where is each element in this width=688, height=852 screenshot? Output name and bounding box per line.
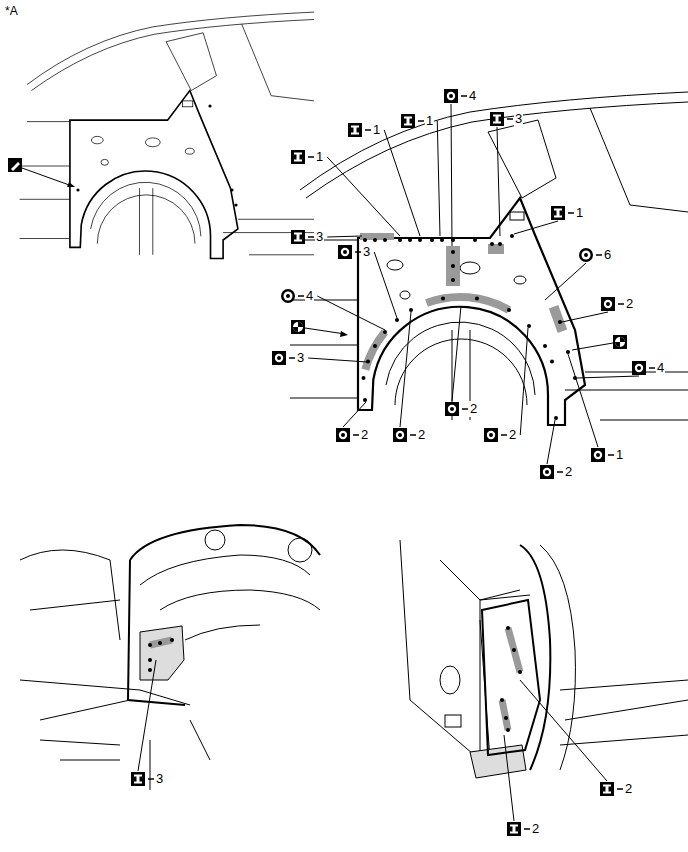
leader-line — [547, 420, 555, 464]
weld-symbol — [591, 448, 605, 462]
callout-number: 1 — [575, 205, 584, 221]
leader-line — [568, 354, 598, 447]
weld-symbol — [272, 351, 286, 365]
dash-mark — [617, 788, 623, 790]
weld-symbol — [401, 114, 415, 128]
view-label: *A — [4, 3, 19, 19]
callout-number: 4 — [305, 288, 314, 304]
leader-line — [520, 680, 607, 781]
weld-symbol — [445, 402, 459, 416]
leader-line — [437, 121, 440, 236]
weld-symbol — [291, 230, 305, 244]
dash-mark — [308, 156, 314, 158]
leader-line — [520, 328, 528, 435]
weld-symbol — [338, 245, 352, 259]
weld-symbol — [540, 465, 554, 479]
callout-number: 3 — [296, 350, 305, 366]
callout-number: 2 — [469, 401, 478, 417]
weld-symbol — [551, 206, 565, 220]
weld-symbol — [291, 150, 305, 164]
weld-symbol — [632, 361, 646, 375]
leader-line — [545, 263, 586, 300]
leader-line — [317, 296, 385, 330]
weld-symbol — [281, 289, 295, 303]
dash-mark — [462, 408, 468, 410]
leader-line — [514, 221, 558, 234]
leader-line — [451, 104, 452, 246]
dash-mark — [289, 357, 295, 359]
dash-mark — [649, 367, 655, 369]
weld-symbol — [507, 822, 521, 836]
weld-symbol — [484, 428, 498, 442]
callout-number: 4 — [656, 360, 665, 376]
callout-number: 6 — [603, 247, 612, 263]
weld-symbol — [131, 772, 145, 786]
weld-symbol — [393, 428, 407, 442]
weld-symbol — [600, 782, 614, 796]
dash-mark — [148, 778, 154, 780]
leader-line — [384, 130, 420, 236]
leader-line — [138, 660, 156, 771]
leader-line — [327, 236, 362, 237]
leader-line — [343, 402, 366, 427]
weld-symbol — [444, 89, 458, 103]
dash-mark — [596, 254, 602, 256]
callout-number: 2 — [531, 821, 540, 837]
dash-mark — [298, 295, 304, 297]
dash-mark — [461, 95, 467, 97]
dash-mark — [355, 251, 361, 253]
weld-symbol — [601, 297, 615, 311]
dash-mark — [524, 828, 530, 830]
callout-number: 1 — [615, 447, 624, 463]
dash-mark — [507, 118, 513, 120]
dash-mark — [501, 434, 507, 436]
weld-symbol — [336, 428, 350, 442]
callout-number: 2 — [624, 781, 633, 797]
dash-mark — [410, 434, 416, 436]
callout-number: 3 — [514, 111, 523, 127]
weld-symbol — [579, 248, 593, 262]
weld-symbol — [490, 112, 504, 126]
dash-mark — [308, 236, 314, 238]
dash-mark — [418, 120, 424, 122]
callout-number: 1 — [425, 113, 434, 129]
callout-number: 3 — [155, 771, 164, 787]
bullseye-icon — [572, 335, 627, 350]
callout-number: 3 — [362, 244, 371, 260]
leader-line — [504, 735, 514, 821]
callout-number: 2 — [564, 464, 573, 480]
callout-number: 2 — [508, 427, 517, 443]
dash-mark — [608, 454, 614, 456]
leader-line — [400, 312, 411, 427]
callout-number: 1 — [372, 122, 381, 138]
pencil-icon — [8, 158, 75, 187]
callout-number: 2 — [360, 427, 369, 443]
leader-line — [452, 306, 461, 401]
dash-mark — [568, 212, 574, 214]
leader-line — [577, 376, 639, 378]
dash-mark — [353, 434, 359, 436]
weld-symbol — [348, 123, 362, 137]
bullseye-icon — [291, 320, 348, 337]
dash-mark — [365, 129, 371, 131]
leader-line — [374, 252, 397, 318]
dash-mark — [618, 303, 624, 305]
dash-mark — [557, 471, 563, 473]
callout-number: 1 — [315, 149, 324, 165]
callout-number: 2 — [417, 427, 426, 443]
leader-line — [308, 358, 367, 362]
leader-line — [562, 312, 608, 322]
callout-number: 3 — [315, 229, 324, 245]
leader-line — [497, 127, 500, 236]
callout-number: 2 — [625, 296, 634, 312]
callout-number: 4 — [468, 88, 477, 104]
leader-line — [327, 157, 400, 236]
